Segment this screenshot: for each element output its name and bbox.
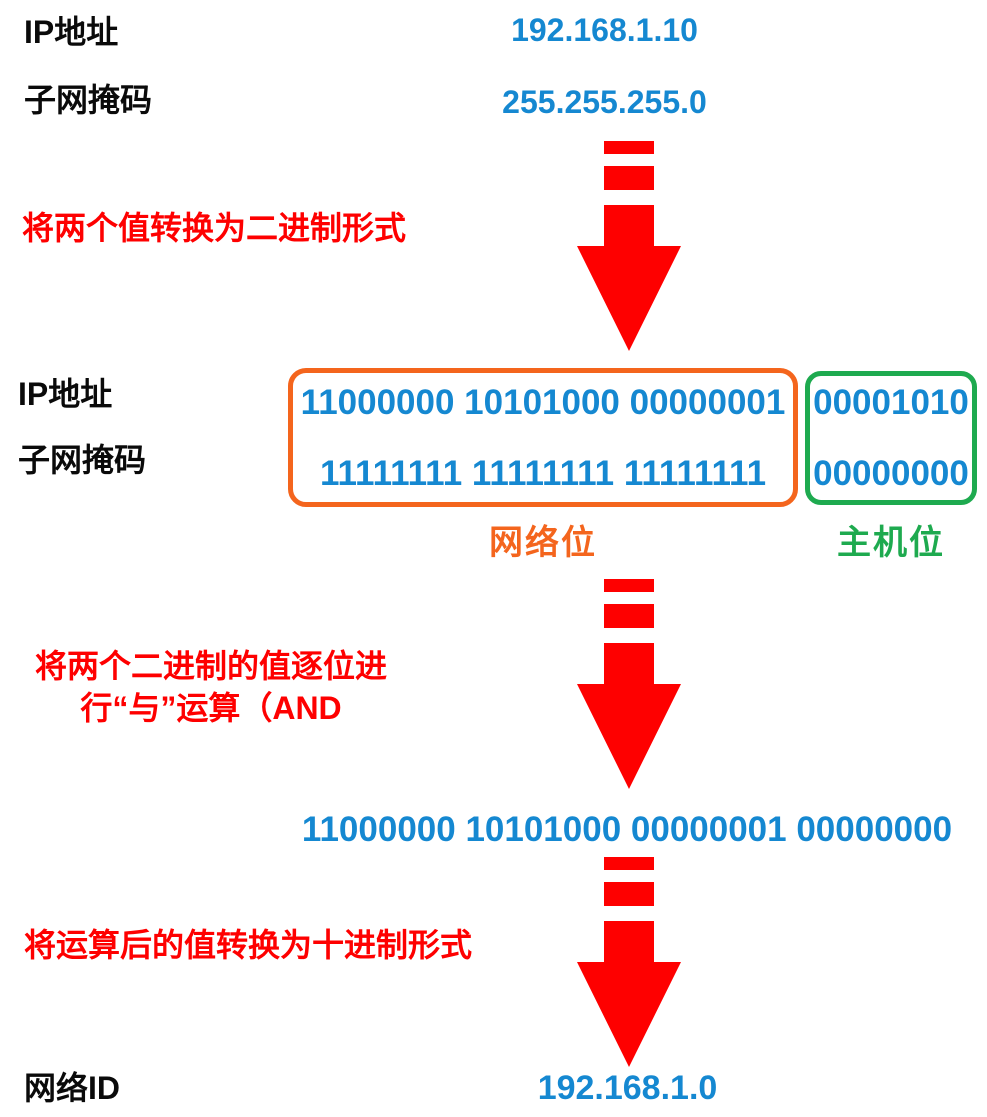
- step1-convert-to-binary-text: 将两个值转换为二进制形式: [22, 210, 407, 246]
- striped-down-arrow-icon: [577, 857, 681, 1067]
- host-bits-box: [805, 371, 977, 505]
- mask-network-bits: 11111111 11111111 11111111: [319, 454, 767, 493]
- ip-address-binary-label: IP地址: [18, 376, 113, 412]
- network-id-label: 网络ID: [24, 1070, 121, 1106]
- host-bits-tag: 主机位: [837, 524, 945, 562]
- step3-convert-to-decimal-text: 将运算后的值转换为十进制形式: [24, 927, 473, 963]
- network-bits-tag: 网络位: [489, 524, 597, 562]
- step2-line2: 行“与”运算（AND: [80, 690, 342, 726]
- subnet-mask-binary-label: 子网掩码: [18, 442, 147, 478]
- step2-line1: 将两个二进制的值逐位进: [34, 648, 387, 684]
- ip-host-bits: 00001010: [813, 383, 969, 422]
- and-result-binary: 11000000 10101000 00000001 00000000: [301, 810, 953, 849]
- ip-address-label: IP地址: [24, 14, 119, 50]
- striped-down-arrow-icon: [577, 579, 681, 789]
- striped-down-arrow-icon: [577, 141, 681, 351]
- mask-host-bits: 00000000: [813, 454, 969, 493]
- step2-and-operation-text: 将两个二进制的值逐位进 行“与”运算（AND: [11, 645, 411, 729]
- ip-network-bits: 11000000 10101000 00000001: [300, 383, 786, 422]
- network-bits-box: [288, 368, 798, 507]
- network-id-value: 192.168.1.0: [537, 1069, 718, 1107]
- ip-address-value: 192.168.1.10: [511, 12, 698, 48]
- subnet-mask-label: 子网掩码: [24, 82, 153, 118]
- subnet-mask-value: 255.255.255.0: [502, 84, 707, 120]
